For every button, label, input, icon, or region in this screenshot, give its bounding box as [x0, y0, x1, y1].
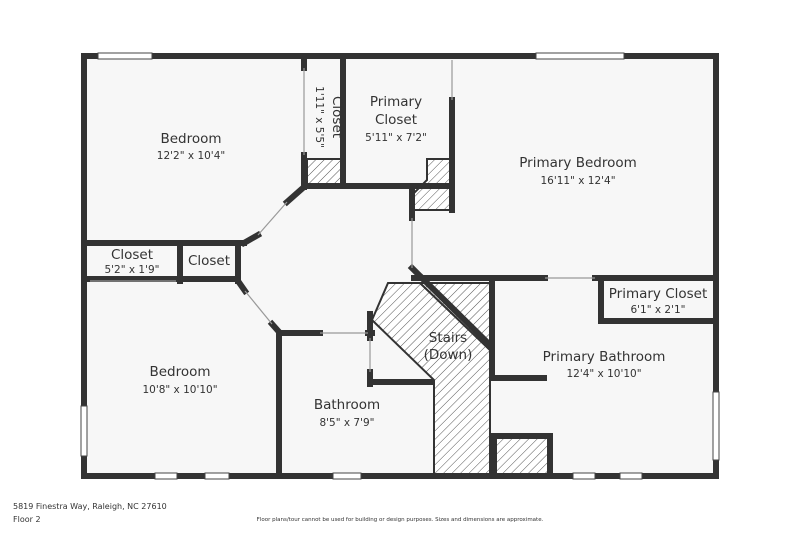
room-dimensions: 10'8" x 10'10"	[142, 384, 217, 396]
room-dimensions: 5'11" x 7'2"	[365, 132, 427, 144]
door-openings	[90, 60, 595, 372]
room-name: Closet	[329, 96, 345, 138]
room-name: (Down)	[424, 347, 473, 363]
chase-hatch	[306, 158, 342, 186]
walls	[81, 53, 719, 479]
chase-hatch	[495, 437, 549, 475]
room-name: Closet	[111, 247, 153, 263]
room-dimensions: 5'2" x 1'9"	[104, 264, 159, 276]
room-name: Closet	[188, 253, 230, 269]
room-dimensions: 16'11" x 12'4"	[540, 175, 615, 187]
room-name: Primary Closet	[609, 286, 708, 302]
room-name: Primary Bathroom	[543, 349, 666, 365]
room-name: Closet	[375, 112, 417, 128]
floor-label: Floor 2	[13, 515, 41, 524]
room-name: Bathroom	[314, 397, 380, 413]
room-dimensions: 12'2" x 10'4"	[157, 150, 225, 162]
property-address: 5819 Finestra Way, Raleigh, NC 27610	[13, 502, 167, 511]
room-dimensions: 8'5" x 7'9"	[319, 417, 374, 429]
room-name: Stairs	[429, 330, 467, 346]
room-name: Bedroom	[160, 131, 221, 147]
room-name: Bedroom	[149, 364, 210, 380]
windows	[80, 52, 720, 480]
room-dimensions: 12'4" x 10'10"	[566, 368, 641, 380]
room-name: Primary Bedroom	[519, 155, 637, 171]
room-dimensions: 1'11" x 5'5"	[313, 86, 325, 148]
room-name: Primary	[370, 94, 422, 110]
disclaimer: Floor plans/tour cannot be used for buil…	[256, 517, 544, 523]
floor-area	[84, 56, 716, 476]
room-dimensions: 6'1" x 2'1"	[630, 304, 685, 316]
